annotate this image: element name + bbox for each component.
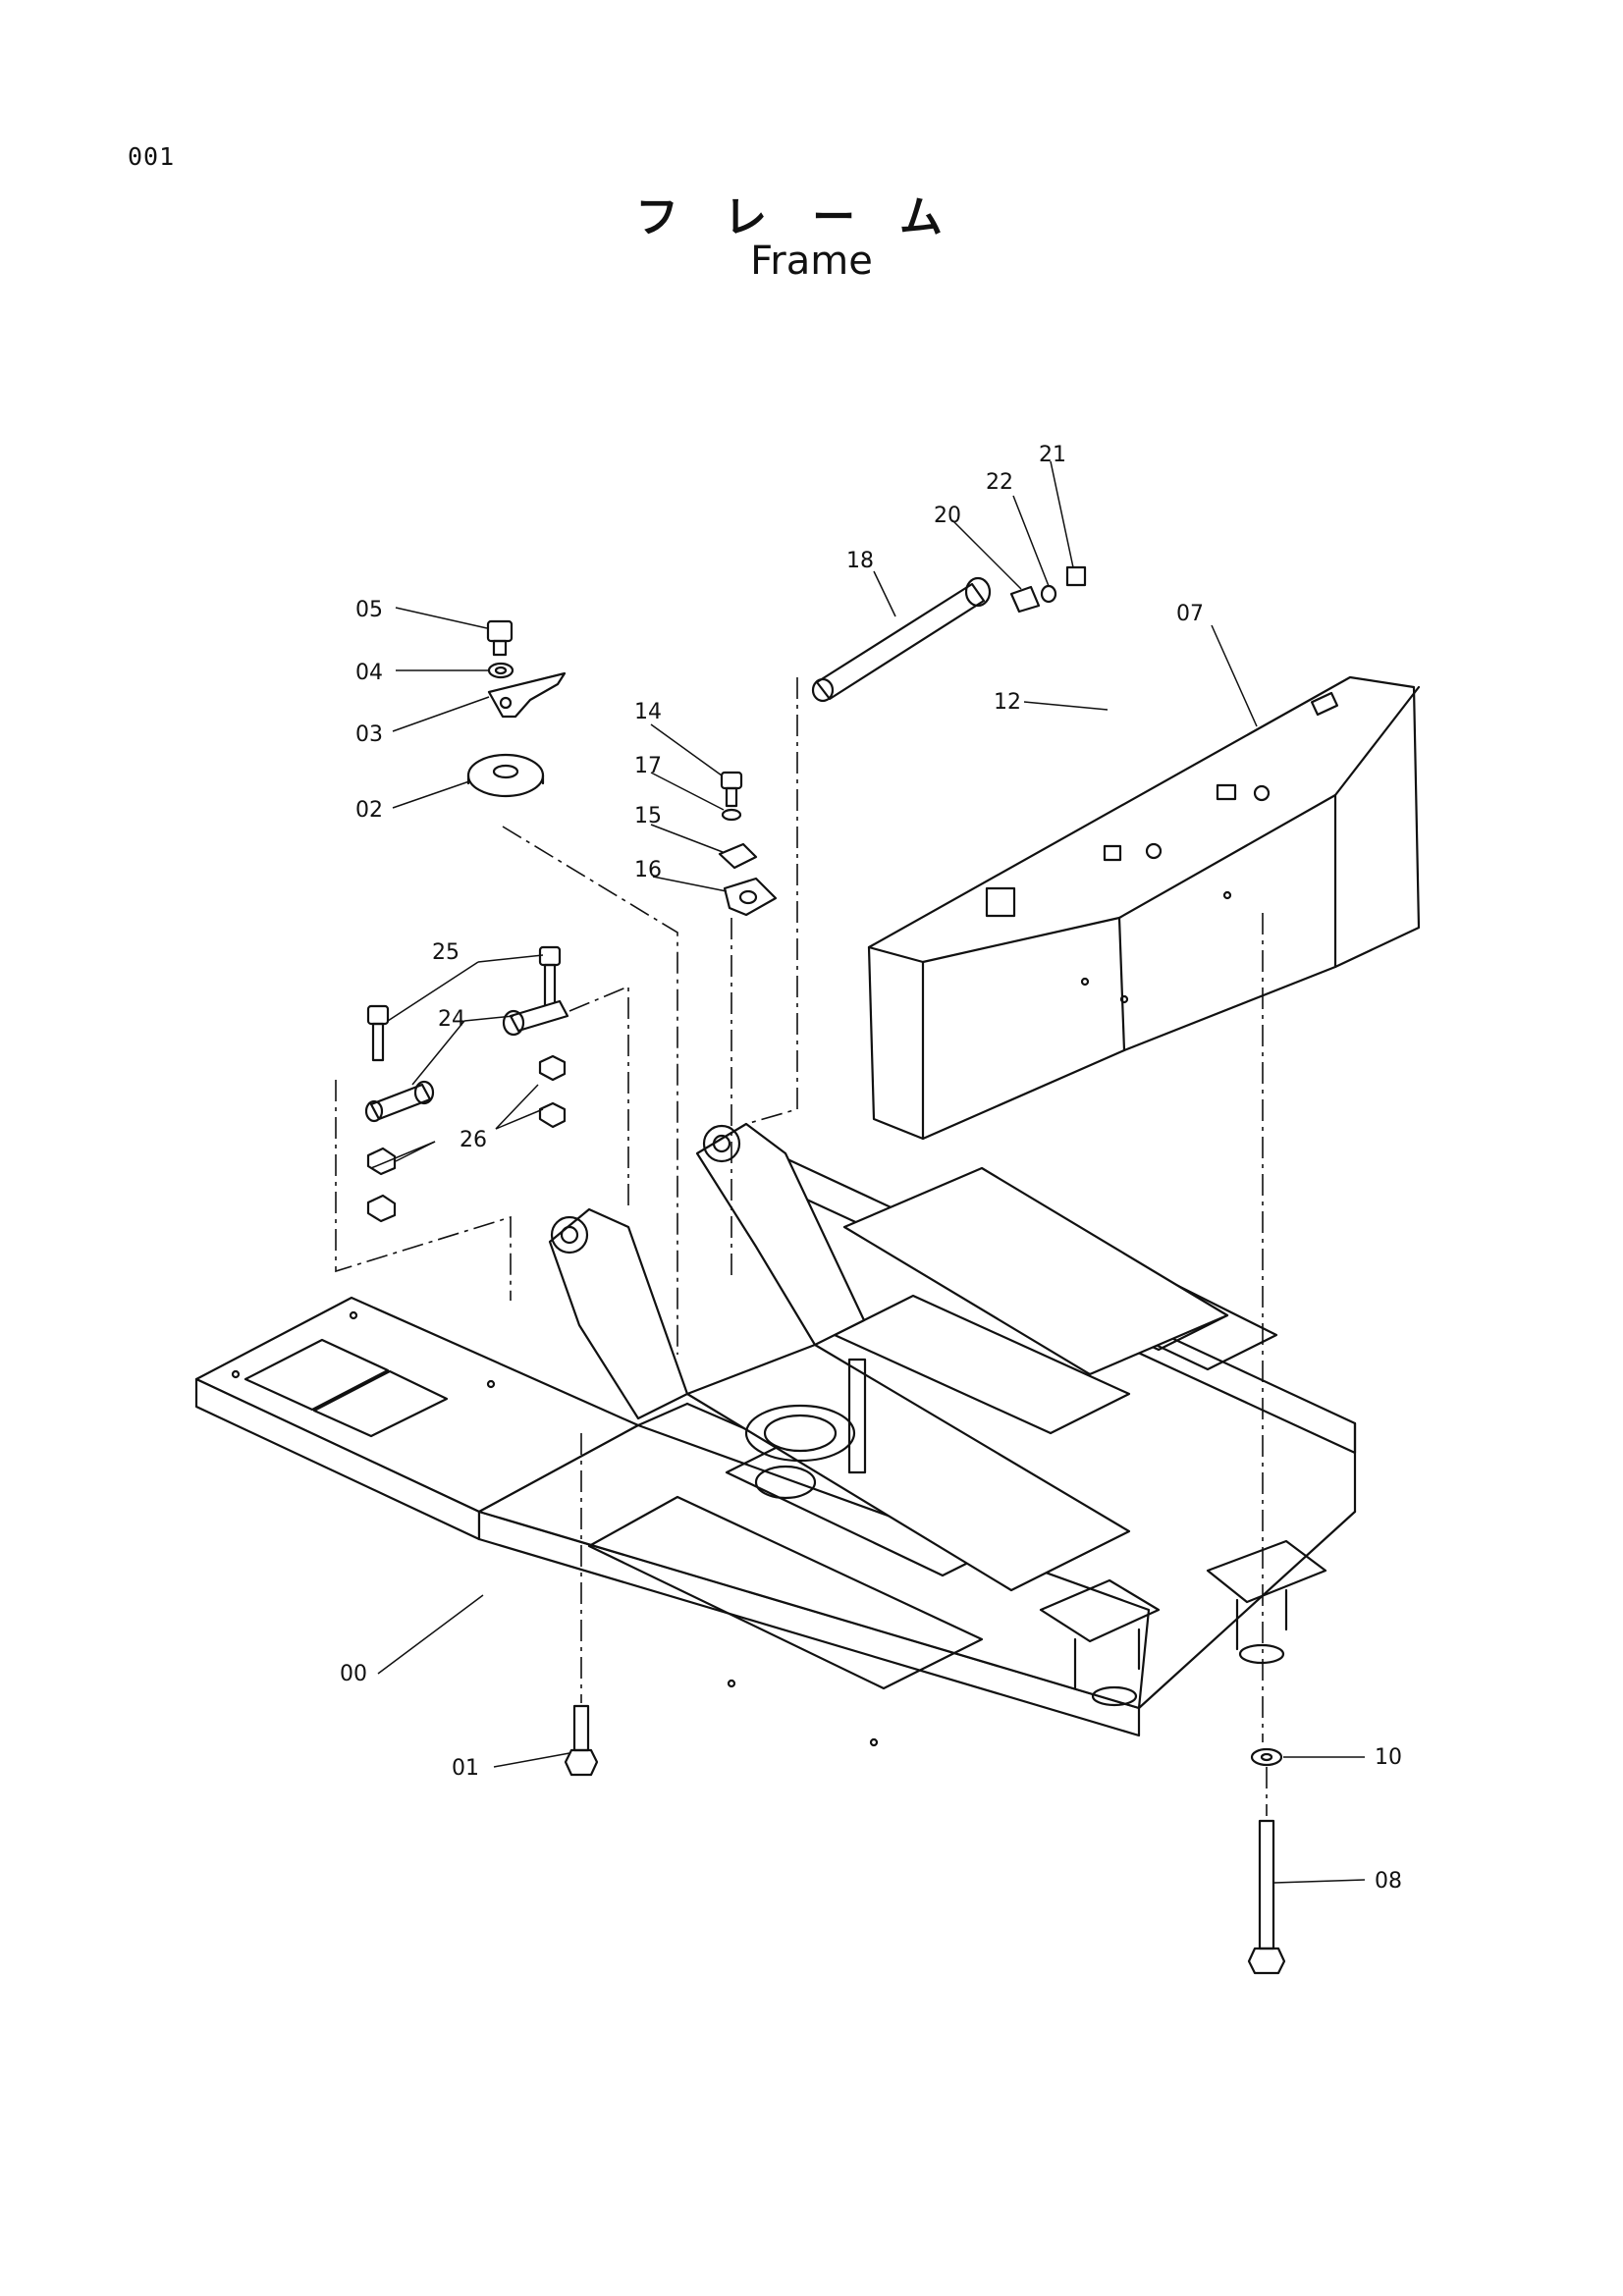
title-japanese: フレーム xyxy=(635,192,988,242)
pin-18 xyxy=(811,565,1087,703)
label-04: 04 xyxy=(355,661,383,685)
bolt-01 xyxy=(564,1704,599,1777)
part-labels: 05 04 03 02 14 17 15 16 18 20 22 21 07 1… xyxy=(340,443,1402,1894)
label-26: 26 xyxy=(460,1128,487,1152)
label-21: 21 xyxy=(1039,443,1066,467)
label-18: 18 xyxy=(846,549,874,573)
label-10: 10 xyxy=(1375,1745,1402,1770)
label-20: 20 xyxy=(934,504,961,528)
label-17: 17 xyxy=(634,754,662,778)
title-english: Frame xyxy=(750,239,873,284)
label-24: 24 xyxy=(438,1007,465,1032)
label-16: 16 xyxy=(634,858,662,882)
main-frame xyxy=(194,1122,1357,1747)
pins-bolts-group xyxy=(364,945,569,1223)
label-15: 15 xyxy=(634,804,662,828)
label-25: 25 xyxy=(432,940,460,965)
label-01: 01 xyxy=(452,1756,479,1781)
label-05: 05 xyxy=(355,598,383,622)
page-number: 001 xyxy=(128,142,176,171)
center-small-parts xyxy=(718,771,778,917)
upper-left-parts xyxy=(466,619,567,798)
washer-and-bolt xyxy=(1247,1747,1286,1975)
label-08: 08 xyxy=(1375,1869,1402,1894)
label-22: 22 xyxy=(986,470,1013,495)
label-00: 00 xyxy=(340,1662,367,1686)
label-12: 12 xyxy=(994,690,1021,715)
label-02: 02 xyxy=(355,798,383,823)
label-07: 07 xyxy=(1176,602,1204,626)
counterweight xyxy=(867,675,1421,1141)
label-14: 14 xyxy=(634,700,662,724)
label-03: 03 xyxy=(355,722,383,747)
